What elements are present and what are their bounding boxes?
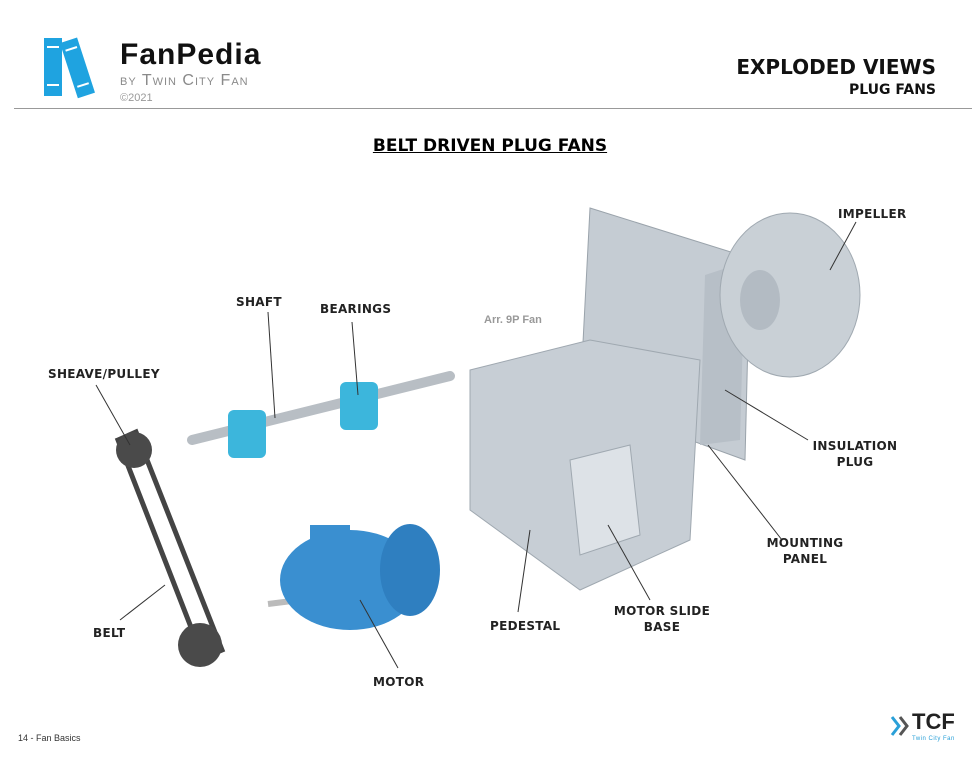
impeller-hub xyxy=(740,270,780,330)
tcf-logo: TCF xyxy=(912,709,955,734)
label-motor-slide-base-line1: MOTOR SLIDE xyxy=(613,604,711,618)
leader-pedestal xyxy=(517,529,531,613)
page-footer: 14 - Fan Basics xyxy=(18,733,81,743)
label-insulation-line1: INSULATION xyxy=(812,439,898,453)
tcf-logo-sub: Twin City Fan xyxy=(912,736,955,742)
label-motor-slide-base-line2: BASE xyxy=(643,620,681,634)
motor-terminal-box xyxy=(310,525,350,550)
brand-name: FanPedia xyxy=(120,38,262,71)
arrangement-note: Arr. 9P Fan xyxy=(484,314,542,326)
leader-belt xyxy=(119,584,166,621)
fanpedia-books-logo xyxy=(44,37,95,99)
leader-impeller xyxy=(829,221,857,271)
leader-sheave xyxy=(95,384,131,446)
motor-endcap xyxy=(380,524,440,616)
impeller xyxy=(719,212,861,378)
label-sheave: SHEAVE/PULLEY xyxy=(48,367,160,381)
label-mounting-panel: MOUNTING PANEL xyxy=(755,535,855,567)
label-insulation-line2: PLUG xyxy=(836,455,874,469)
label-motor: MOTOR xyxy=(373,675,425,689)
leader-bearings xyxy=(351,321,359,396)
copyright: ©2021 xyxy=(120,92,153,104)
leader-insulation xyxy=(724,389,809,441)
leader-mounting xyxy=(707,444,783,541)
label-mounting-line2: PANEL xyxy=(782,552,828,566)
label-pedestal: PEDESTAL xyxy=(490,619,561,633)
bearing xyxy=(340,382,378,430)
brand-byline: by Twin City Fan xyxy=(120,72,249,89)
label-mounting-line1: MOUNTING xyxy=(766,536,844,550)
page-subtitle: PLUG FANS xyxy=(848,82,936,98)
page-title: EXPLODED VIEWS xyxy=(736,55,936,79)
label-bearings: BEARINGS xyxy=(320,302,392,316)
sheave-pulley xyxy=(178,623,222,667)
bearing xyxy=(228,410,266,458)
label-shaft: SHAFT xyxy=(236,295,282,309)
sheave-pulley xyxy=(116,432,152,468)
leader-slide-base xyxy=(607,524,651,601)
motor-slide-base xyxy=(569,444,641,556)
leader-motor xyxy=(359,599,399,669)
section-title: BELT DRIVEN PLUG FANS xyxy=(0,136,980,156)
label-motor-slide-base: MOTOR SLIDE BASE xyxy=(612,603,712,635)
label-belt: BELT xyxy=(93,626,126,640)
tcf-chevrons-icon xyxy=(890,716,909,736)
section-title-text: BELT DRIVEN PLUG FANS xyxy=(372,136,608,156)
leader-shaft xyxy=(267,311,276,419)
header-divider xyxy=(14,108,972,109)
label-impeller: IMPELLER xyxy=(838,207,907,221)
label-insulation-plug: INSULATION PLUG xyxy=(805,438,905,470)
